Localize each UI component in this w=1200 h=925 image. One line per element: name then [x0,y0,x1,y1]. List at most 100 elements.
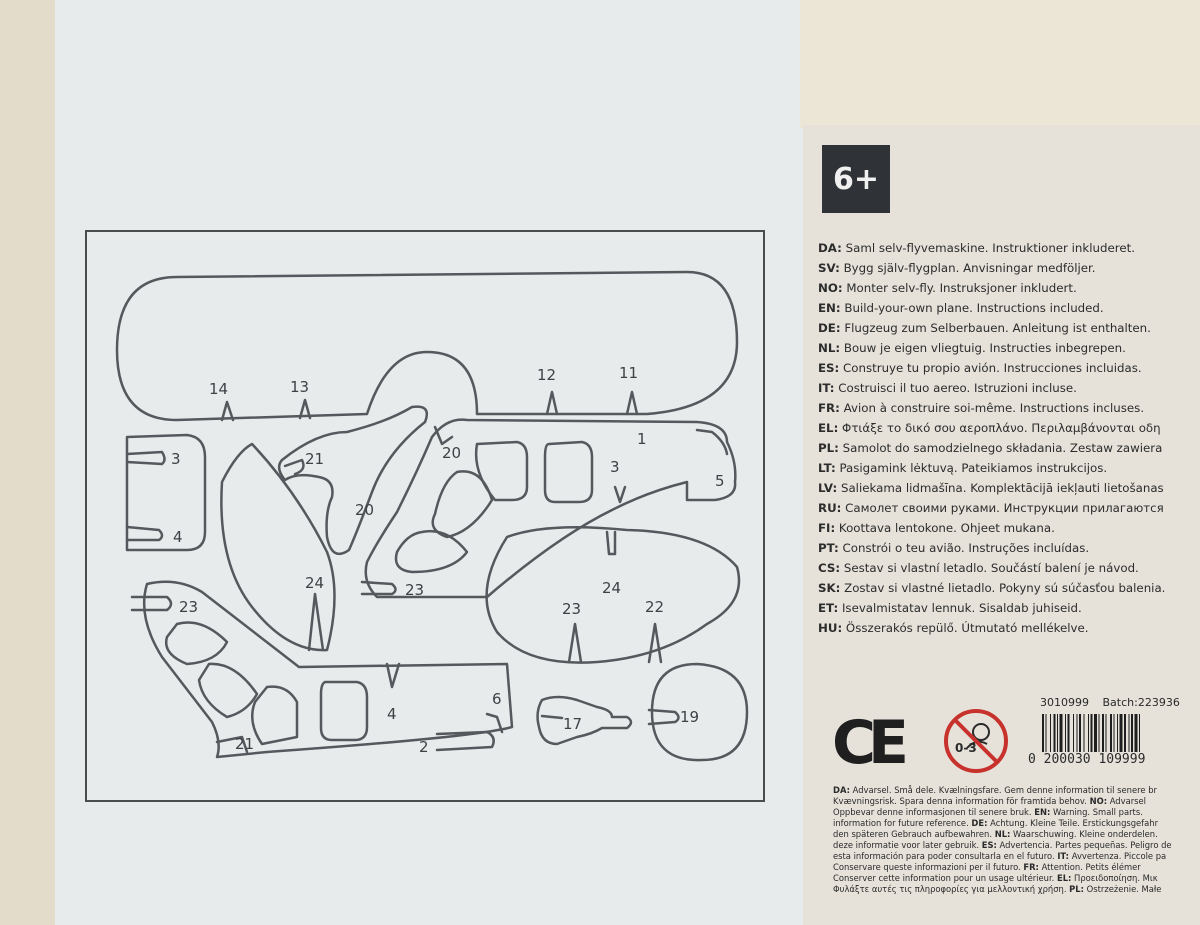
part-label: 6 [492,690,502,708]
slot-24-left [307,592,325,652]
window-4 [394,529,469,574]
slot-13 [298,398,312,420]
fuselage-rear-part [142,580,514,759]
not-for-under-3-icon: 0-3 [943,708,1009,774]
packaging-panel [803,125,1200,925]
language-line: ET: Isevalmistatav lennuk. Sisaldab juhi… [818,601,1082,615]
language-line: CS: Sestav si vlastní letadlo. Součástí … [818,561,1139,575]
instruction-sheet [55,0,810,925]
barcode-bar [1113,714,1115,752]
barcode-bar [1050,714,1051,752]
part-label: 22 [645,598,664,616]
warning-line: esta información para poder consultarla … [833,851,1167,861]
slot-14 [220,400,235,422]
language-line: FI: Koottava lentokone. Ohjeet mukana. [818,521,1055,535]
strut-part [277,405,429,556]
slot-12 [545,390,559,416]
barcode-bar [1076,714,1078,752]
slot-23-fuselage [360,580,397,596]
wheel-19 [650,662,749,762]
barcode-bar [1073,714,1074,752]
barcode-bar [1139,714,1140,752]
slot-17 [540,714,564,720]
slot-23-lower [567,622,583,664]
barcode-bar [1117,714,1118,752]
language-line: DA: Saml selv-flyvemaskine. Instruktione… [818,241,1135,255]
slot-21-rear [215,735,249,754]
barcode-bar [1119,714,1123,752]
barcode-bar [1090,714,1093,752]
language-line: HU: Összerakós repülő. Útmutató mellékel… [818,621,1089,635]
rudder-part [220,442,336,652]
barcode-bar [1098,714,1100,752]
barcode-bar [1079,714,1081,752]
part-label: 24 [305,574,324,592]
language-descriptions: DA: Saml selv-flyvemaskine. Instruktione… [818,238,1200,638]
warning-line: Oppbevar denne informasjonen til senere … [833,807,1143,817]
svg-text:0-3: 0-3 [955,741,977,755]
language-line: ES: Construye tu propio avión. Instrucci… [818,361,1142,375]
parts-diagram-frame: 14 13 12 11 3 4 21 20 20 1 3 5 24 23 24 … [85,230,765,802]
barcode-bar [1088,714,1089,752]
slot-20-fuselage [433,425,454,446]
slot-1 [695,428,729,456]
barcode-bar [1102,714,1104,752]
slot-11 [625,390,639,416]
barcode-bar [1131,714,1133,752]
warning-line: Kvævningsrisk. Spara denna information f… [833,796,1146,806]
language-line: IT: Costruisci il tuo aereo. Istruzioni … [818,381,1077,395]
barcode-bar [1067,714,1070,752]
part-label: 5 [715,472,725,490]
stabilizer-part [125,433,207,552]
ce-mark: CE [832,708,909,778]
warning-line: information for future reference. DE: Ac… [833,818,1159,828]
barcode-bar [1110,714,1112,752]
slot-24-lower [605,530,617,556]
part-label: 20 [442,444,461,462]
part-label: 3 [171,450,181,468]
language-line: SK: Zostav si vlastné lietadlo. Pokyny s… [818,581,1166,595]
product-codes: 3010999 Batch:223936 [1040,696,1190,709]
warning-line: Conserver cette information pour un usag… [833,873,1158,883]
barcode-bar [1128,714,1130,752]
window-2 [543,440,594,504]
warning-line: DA: Advarsel. Små dele. Kvælningsfare. G… [833,785,1157,795]
part-label: 21 [235,735,254,753]
part-label: 4 [173,528,183,546]
slot-22-lower [647,622,663,664]
age-badge: 6+ [822,145,890,213]
window-7 [250,685,299,746]
barcode-bar [1057,714,1058,752]
slot-3 [125,450,166,466]
slot-2-rear [435,730,495,752]
part-label: 20 [355,501,374,519]
article-number: 3010999 [1040,696,1089,709]
language-line: PL: Samolot do samodzielnego składania. … [818,441,1163,455]
language-line: EL: Φτιάξε το δικό σου αεροπλάνο. Περιλα… [818,421,1161,435]
part-label: 24 [602,579,621,597]
box-top-edge [800,0,1200,128]
slot-19 [647,708,680,726]
part-label: 21 [305,450,324,468]
window-1 [474,440,529,502]
window-8 [319,680,369,742]
part-17 [536,695,633,746]
lower-wing-part [485,525,741,664]
barcode-bar [1059,714,1063,752]
barcode-bar [1053,714,1056,752]
part-label: 12 [537,366,556,384]
language-line: DE: Flugzeug zum Selberbauen. Anleitung … [818,321,1151,335]
parts-diagram: 14 13 12 11 3 4 21 20 20 1 3 5 24 23 24 … [115,270,749,762]
warning-line: den späteren Gebrauch aufbewahren. NL: W… [833,829,1158,839]
part-label: 1 [637,430,647,448]
batch-number: Batch:223936 [1102,696,1180,709]
part-label: 17 [563,715,582,733]
language-line: LV: Saliekama lidmašīna. Komplektācijā i… [818,481,1164,495]
language-line: FR: Avion à construire soi-même. Instruc… [818,401,1145,415]
part-label: 11 [619,364,638,382]
language-line: NL: Bouw je eigen vliegtuig. Instructies… [818,341,1126,355]
part-label: 13 [290,378,309,396]
warning-line: Φυλάξτε αυτές τις πληροφορίες για μελλον… [833,884,1162,894]
language-line: RU: Самолет своими руками. Инструкции пр… [818,501,1164,515]
barcode-bar [1083,714,1085,752]
